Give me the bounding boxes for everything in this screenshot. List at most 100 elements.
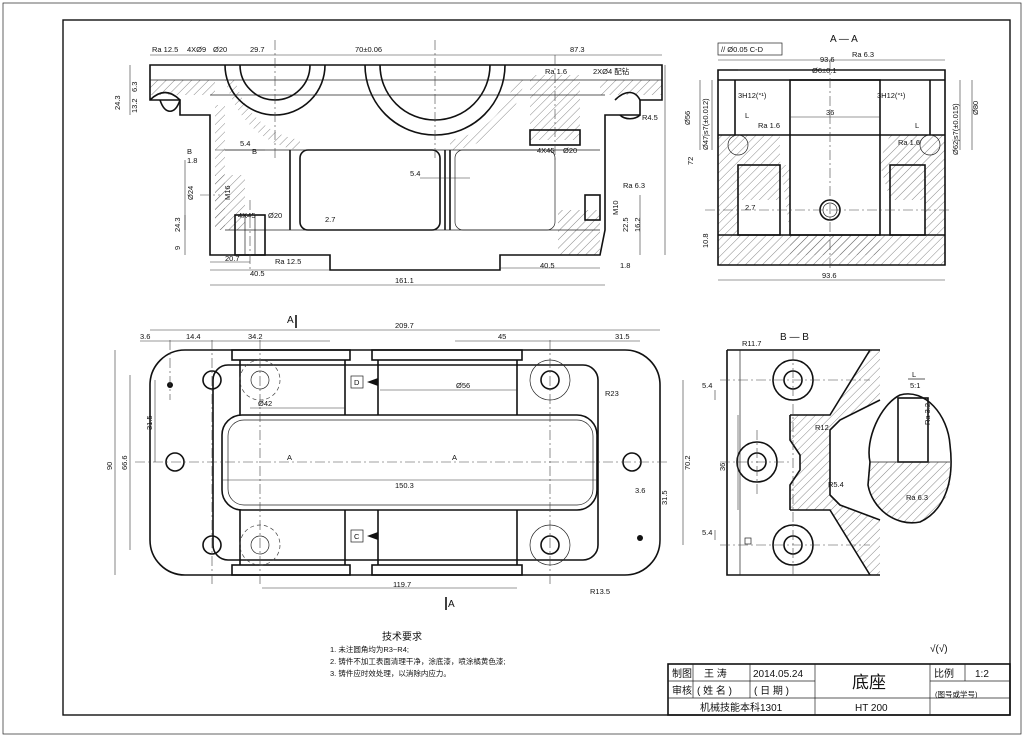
section-a-a-title: A — A xyxy=(830,34,858,45)
section-bb-dim-5-4-b: 5.4 xyxy=(702,528,712,537)
title-checker-name: ( 姓 名 ) xyxy=(697,684,732,697)
title-drawer-name: 王 涛 xyxy=(704,667,727,680)
section-aa-dim-phi47: Ø47js7(±0.012) xyxy=(701,98,710,150)
front-dim-6-3: 6.3 xyxy=(130,82,139,92)
top-dim-119-7: 119.7 xyxy=(393,580,411,589)
title-block: 制图 王 涛 2014.05.24 底座 比例 1:2 审核 ( 姓 名 ) (… xyxy=(667,663,1011,716)
front-dim-20-7: 20.7 xyxy=(225,254,240,263)
top-dim-31-5-c: 31.5 xyxy=(660,490,669,505)
section-aa-dim-36: 36 xyxy=(826,108,834,117)
title-scale-value: 1:2 xyxy=(975,669,989,680)
front-dim-m10: M10 xyxy=(611,200,620,215)
front-dim-phi20-c: Ø20 xyxy=(563,146,577,155)
section-aa-mark-l-left: L xyxy=(745,111,749,120)
top-dim-70-2: 70.2 xyxy=(683,455,692,470)
datum-c-box xyxy=(350,529,364,543)
section-bb-dim-36: 36 xyxy=(718,463,727,471)
front-dim-5-4-b: 5.4 xyxy=(410,169,420,178)
front-dim-24-3-b: 24.3 xyxy=(173,217,182,232)
top-dim-3-6-b: 3.6 xyxy=(635,486,645,495)
front-dim-40-5: 40.5 xyxy=(250,269,265,278)
top-dim-phi56: Ø56 xyxy=(456,381,470,390)
front-view: Ra 12.5 4XØ9 Ø20 29.7 70±0.06 87.3 Ra 1.… xyxy=(113,40,695,286)
front-dim-13-2: 13.2 xyxy=(130,98,139,113)
tech-note-2: 2. 铸件不加工表面清理干净，涂底漆，喷涂橘黄色漆; xyxy=(330,656,505,666)
section-aa-dim-phi80: Ø80 xyxy=(971,101,980,115)
tech-note-3: 3. 铸件应时效处理，以消除内应力。 xyxy=(330,668,451,678)
front-dim-phi20: Ø20 xyxy=(213,45,227,54)
title-part-name: 底座 xyxy=(852,673,886,692)
front-dim-5-4: 5.4 xyxy=(240,139,250,148)
front-dim-2-7: 2.7 xyxy=(325,215,335,224)
section-b-b-title: B — B xyxy=(780,332,809,343)
front-dim-phi24: Ø24 xyxy=(186,186,195,200)
section-aa-dim-93-6-b: 93.6 xyxy=(822,271,837,280)
title-scale-label: 比例 xyxy=(934,667,954,680)
title-material: HT 200 xyxy=(855,703,888,714)
top-dim-14-4: 14.4 xyxy=(186,332,201,341)
front-dim-16-2: 16.2 xyxy=(633,217,642,232)
detail-l-ra-3-2: Ra 3.2 xyxy=(923,403,932,425)
tech-notes-title: 技术要求 xyxy=(382,630,422,643)
front-dim-1-8: 1.8 xyxy=(187,156,197,165)
front-dim-40-5-b: 40.5 xyxy=(540,261,555,270)
section-aa-ra-6-3: Ra 6.3 xyxy=(852,50,874,59)
front-dim-2xphi4: 2XØ4 配钻 xyxy=(593,66,630,76)
top-dim-phi42: Ø42 xyxy=(258,399,272,408)
general-roughness-symbol: √(√) xyxy=(930,643,948,655)
front-dim-m16: M16 xyxy=(223,185,232,200)
section-bb-dim-r5-4: R5.4 xyxy=(828,480,844,489)
section-aa-dim-phi62: Ø62js7(±0.015) xyxy=(951,103,960,155)
tolerance-frame xyxy=(717,42,783,56)
datum-d-label: D xyxy=(354,378,360,387)
top-dim-r23: R23 xyxy=(605,389,619,398)
top-dim-45: 45 xyxy=(498,332,506,341)
section-bb-dim-r11-7: R11.7 xyxy=(742,339,761,348)
top-dim-31-5: 31.5 xyxy=(615,332,630,341)
front-dim-70: 70±0.06 xyxy=(355,45,382,54)
top-dim-66-6: 66.6 xyxy=(120,455,129,470)
front-dim-4x45: 4X45 xyxy=(238,211,256,220)
front-dim-72: 72 xyxy=(686,157,695,165)
detail-l-view: L 5:1 Ra 3.2 Ra 6.3 xyxy=(867,370,952,524)
datum-d-box xyxy=(350,375,364,389)
top-dim-34-2: 34.2 xyxy=(248,332,263,341)
front-ra-1-6: Ra 1.6 xyxy=(545,67,567,76)
front-ra-12-5: Ra 12.5 xyxy=(152,45,178,54)
top-center-a-left: A xyxy=(287,453,292,462)
datum-c-label: C xyxy=(354,532,360,541)
front-section-b-right: B xyxy=(252,147,257,156)
front-dim-24-3: 24.3 xyxy=(113,95,122,110)
title-checker-date: ( 日 期 ) xyxy=(754,685,789,697)
top-dim-150-3: 150.3 xyxy=(395,481,414,490)
top-view-mark-a: A xyxy=(287,315,294,326)
front-dim-29-7: 29.7 xyxy=(250,45,265,54)
front-dim-87-3: 87.3 xyxy=(570,45,585,54)
front-section-b-left: B xyxy=(187,147,192,156)
front-dim-9: 9 xyxy=(173,246,182,250)
section-bb-dim-r12: R12 xyxy=(815,423,829,432)
top-dim-r13-5: R13.5 xyxy=(590,587,610,596)
section-aa-dim-93-6: 93.6 xyxy=(820,55,835,64)
front-ra-12-5-b: Ra 12.5 xyxy=(275,257,301,266)
section-aa-dim-2-7: 2.7 xyxy=(745,203,755,212)
top-view: A A xyxy=(105,315,692,610)
front-dim-161-1: 161.1 xyxy=(395,276,414,285)
top-view-mark-a-bottom: A xyxy=(448,599,455,610)
title-drawing-number: (图号或学号) xyxy=(935,689,978,699)
detail-l-ra-6-3: Ra 6.3 xyxy=(906,493,928,502)
title-draw-label: 制图 xyxy=(672,667,692,680)
section-aa-ra-1-6-left: Ra 1.6 xyxy=(758,121,780,130)
section-aa-dim-3h12-right: 3H12(°¹) xyxy=(877,91,906,100)
section-aa-dim-3h12-left: 3H12(°¹) xyxy=(738,91,767,100)
section-aa-ra-1-6-right: Ra 1.6 xyxy=(898,138,920,147)
front-dim-22-5: 22.5 xyxy=(621,217,630,232)
front-dim-1-8-b: 1.8 xyxy=(620,261,630,270)
front-dim-4x45-b: 4X45 xyxy=(537,146,555,155)
section-aa-mark-l-right: L xyxy=(915,121,919,130)
title-check-label: 审核 xyxy=(672,684,692,697)
front-dim-4xphi9: 4XØ9 xyxy=(187,45,206,54)
section-a-a-view: A — A // Ø0.05 C-D Ra 6.3 93. xyxy=(683,34,980,281)
